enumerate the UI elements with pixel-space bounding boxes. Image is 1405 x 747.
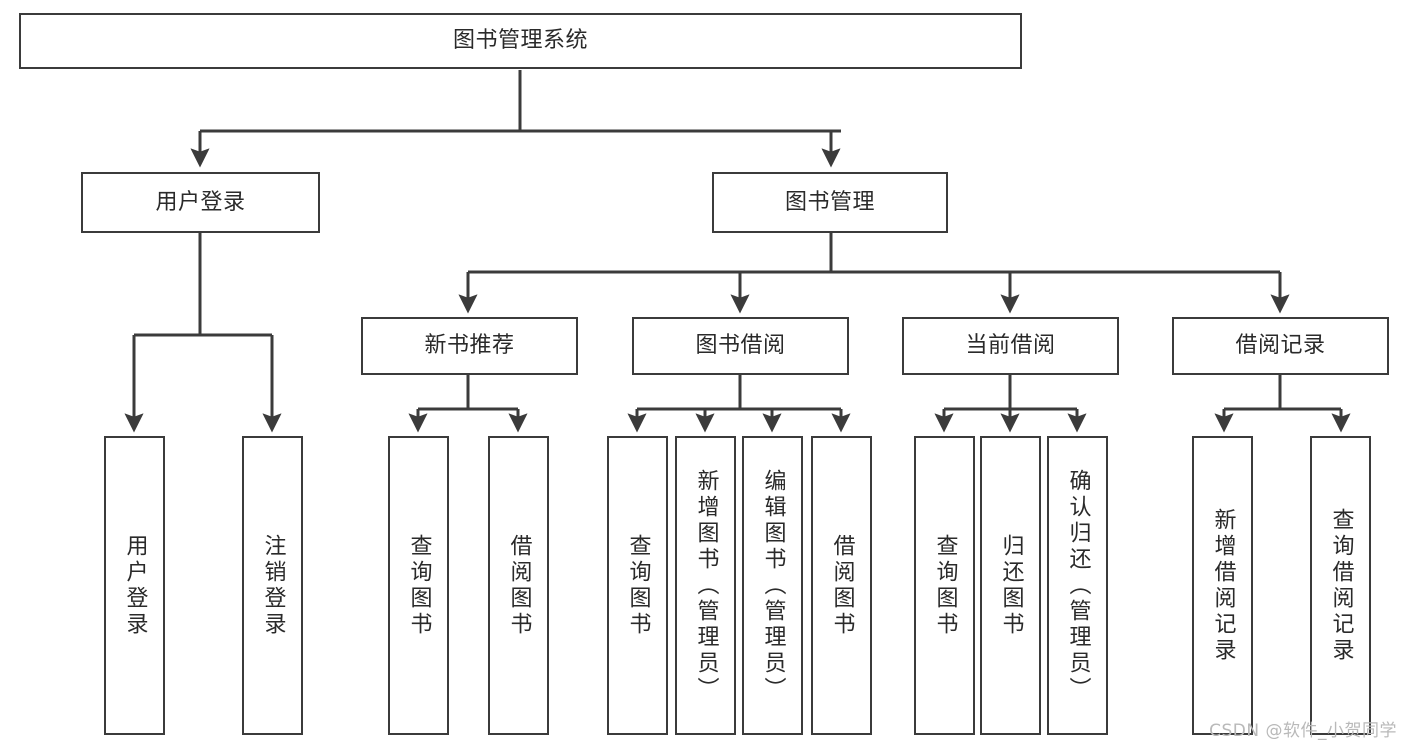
node-leaf-return-book-label: 归还图书 bbox=[998, 533, 1024, 638]
node-leaf-query-book-2[interactable]: 查询图书 bbox=[607, 436, 668, 735]
node-leaf-borrow-book-1-label: 借阅图书 bbox=[506, 533, 532, 638]
node-root-label: 图书管理系统 bbox=[452, 28, 588, 54]
node-leaf-add-record-label: 新增借阅记录 bbox=[1210, 507, 1236, 664]
node-leaf-query-record-label: 查询借阅记录 bbox=[1328, 507, 1354, 664]
node-leaf-user-logout-label: 注销登录 bbox=[260, 533, 286, 638]
node-leaf-query-book-3-label: 查询图书 bbox=[932, 533, 958, 638]
node-user-login[interactable]: 用户登录 bbox=[81, 172, 320, 233]
node-leaf-query-record[interactable]: 查询借阅记录 bbox=[1310, 436, 1371, 735]
node-leaf-query-book-3[interactable]: 查询图书 bbox=[914, 436, 975, 735]
node-leaf-edit-book-label: 编辑图书（管理员） bbox=[760, 468, 786, 703]
node-leaf-borrow-book-2-label: 借阅图书 bbox=[829, 533, 855, 638]
node-leaf-user-login[interactable]: 用户登录 bbox=[104, 436, 165, 735]
node-book-borrow[interactable]: 图书借阅 bbox=[632, 317, 849, 375]
node-leaf-add-record[interactable]: 新增借阅记录 bbox=[1192, 436, 1253, 735]
node-leaf-user-logout[interactable]: 注销登录 bbox=[242, 436, 303, 735]
node-current-borrow-label: 当前借阅 bbox=[965, 333, 1056, 359]
node-leaf-query-book-1-label: 查询图书 bbox=[406, 533, 432, 638]
node-leaf-return-book[interactable]: 归还图书 bbox=[980, 436, 1041, 735]
node-book-manage[interactable]: 图书管理 bbox=[712, 172, 948, 233]
node-leaf-borrow-book-1[interactable]: 借阅图书 bbox=[488, 436, 549, 735]
node-leaf-query-book-2-label: 查询图书 bbox=[625, 533, 651, 638]
node-book-manage-label: 图书管理 bbox=[784, 189, 875, 215]
node-leaf-add-book-label: 新增图书（管理员） bbox=[693, 468, 719, 703]
node-book-borrow-label: 图书借阅 bbox=[695, 333, 786, 359]
node-leaf-edit-book[interactable]: 编辑图书（管理员） bbox=[742, 436, 803, 735]
node-borrow-record[interactable]: 借阅记录 bbox=[1172, 317, 1389, 375]
node-leaf-user-login-label: 用户登录 bbox=[122, 533, 148, 638]
node-borrow-record-label: 借阅记录 bbox=[1235, 333, 1326, 359]
node-leaf-borrow-book-2[interactable]: 借阅图书 bbox=[811, 436, 872, 735]
node-new-book-rec[interactable]: 新书推荐 bbox=[361, 317, 578, 375]
csdn-watermark: CSDN @软件_小贺同学 bbox=[1209, 721, 1397, 741]
node-new-book-rec-label: 新书推荐 bbox=[424, 333, 515, 359]
node-root[interactable]: 图书管理系统 bbox=[19, 13, 1022, 69]
node-current-borrow[interactable]: 当前借阅 bbox=[902, 317, 1119, 375]
node-leaf-confirm-return-label: 确认归还（管理员） bbox=[1065, 468, 1091, 703]
node-leaf-add-book[interactable]: 新增图书（管理员） bbox=[675, 436, 736, 735]
node-leaf-confirm-return[interactable]: 确认归还（管理员） bbox=[1047, 436, 1108, 735]
node-user-login-label: 用户登录 bbox=[155, 189, 246, 215]
node-leaf-query-book-1[interactable]: 查询图书 bbox=[388, 436, 449, 735]
